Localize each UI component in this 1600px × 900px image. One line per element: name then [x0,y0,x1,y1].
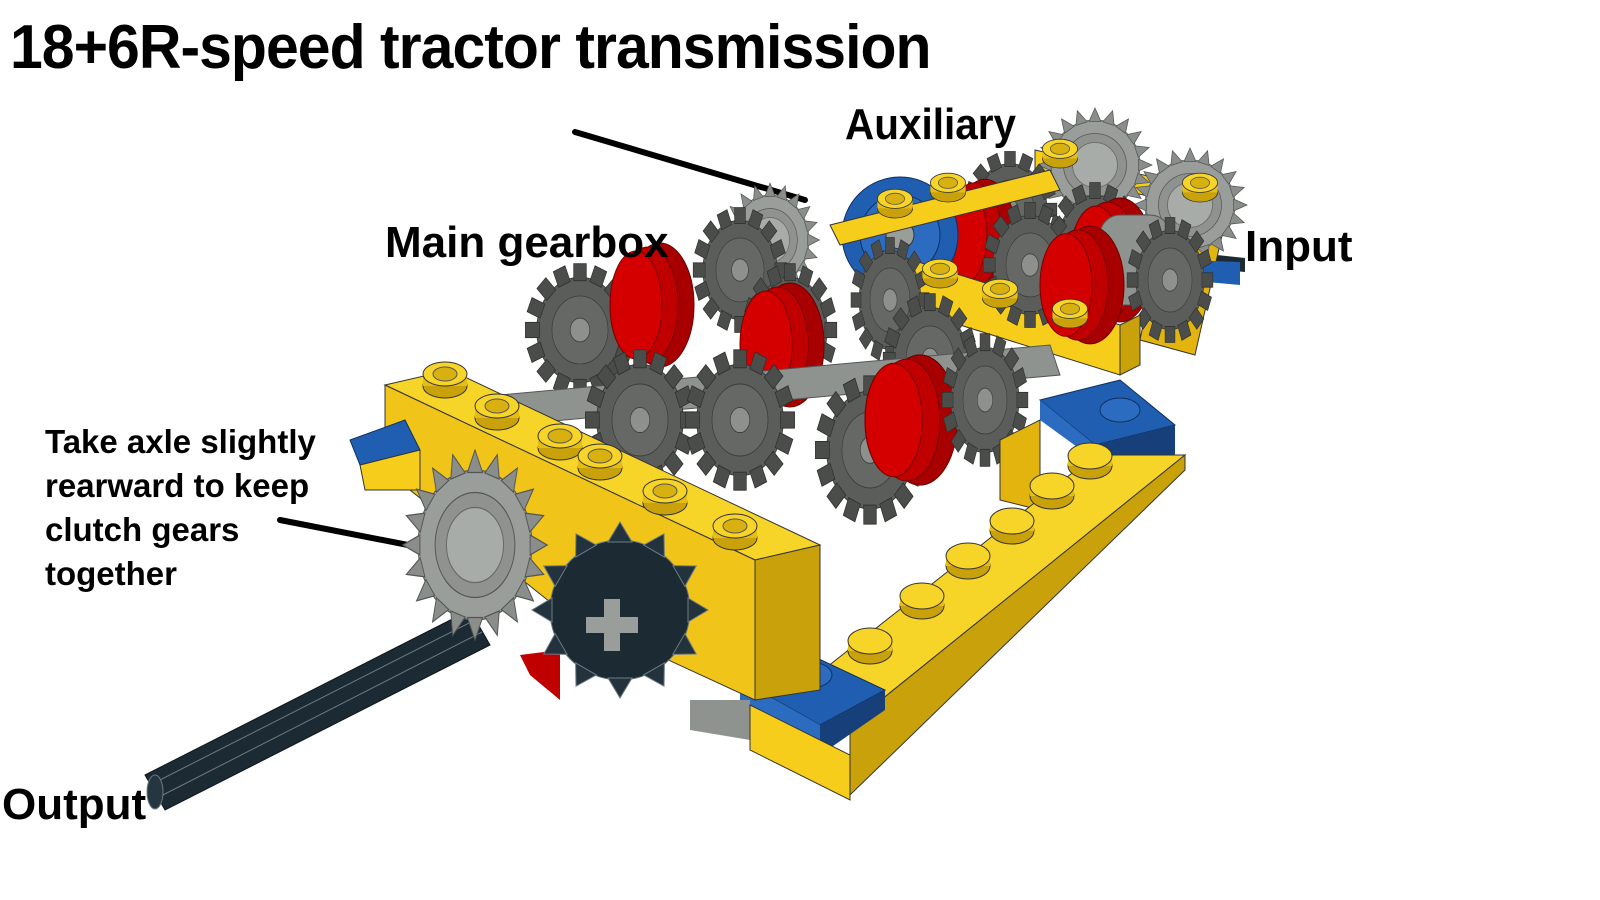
output-label: Output [2,780,147,829]
main-gearbox-label: Main gearbox [385,218,669,267]
note-leader-line [277,517,411,548]
diagram-title: 18+6R-speed tractor transmission [10,13,931,82]
input-label: Input [1245,222,1353,271]
axle-note-label: Take axle slightly rearward to keep clut… [45,423,316,592]
auxiliary-label: Auxiliary [845,100,1017,149]
output-gear [531,521,709,699]
output-axle [144,609,491,811]
auxiliary-leader-line [572,129,808,203]
